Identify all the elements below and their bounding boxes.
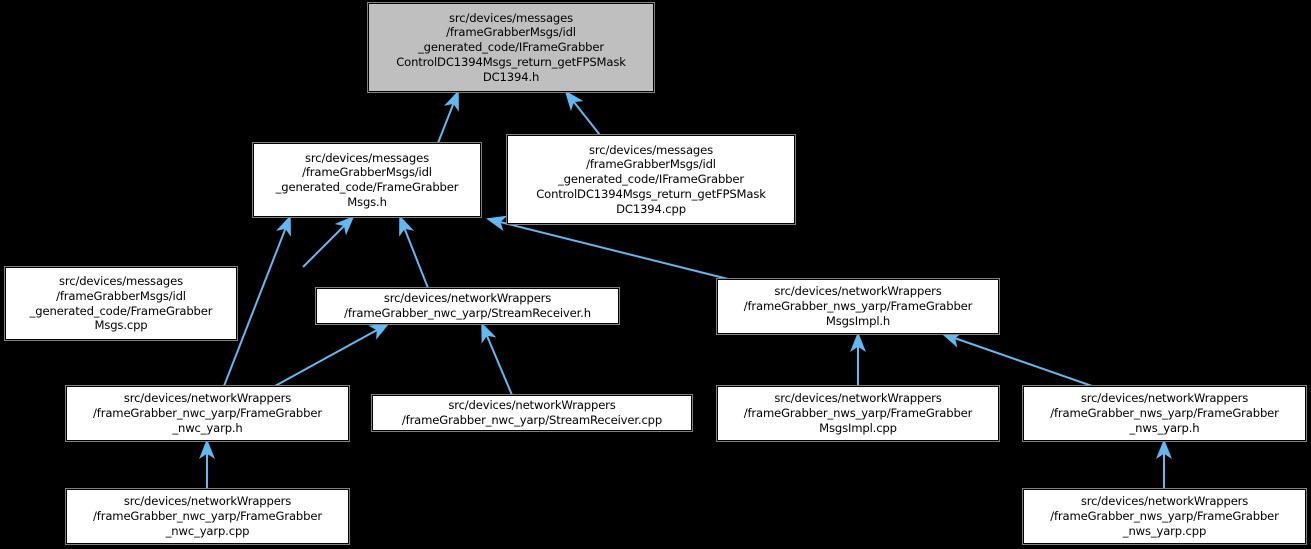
node-framegrabber-nws-yarp-h[interactable]: src/devices/networkWrappers /frameGrabbe… bbox=[1022, 385, 1307, 442]
edge-streamreceiver-cpp-to-streamreceiver-h bbox=[481, 322, 513, 396]
node-label: src/devices/messages /frameGrabberMsgs/i… bbox=[536, 142, 766, 216]
node-framegrabbermsgs-cpp[interactable]: src/devices/messages /frameGrabberMsgs/i… bbox=[4, 266, 238, 341]
node-framegrabbermsgsimpl-cpp[interactable]: src/devices/networkWrappers /frameGrabbe… bbox=[716, 385, 1000, 442]
node-label: src/devices/messages /frameGrabberMsgs/i… bbox=[29, 274, 213, 333]
node-framegrabber-nwc-yarp-cpp[interactable]: src/devices/networkWrappers /frameGrabbe… bbox=[65, 488, 350, 545]
node-label: src/devices/networkWrappers /frameGrabbe… bbox=[743, 284, 973, 328]
node-label: src/devices/networkWrappers /frameGrabbe… bbox=[401, 398, 663, 427]
edge-framegrabbermsgsimpl-h-to-framegrabbermsgs-h bbox=[486, 215, 729, 280]
node-framegrabber-nws-yarp-cpp[interactable]: src/devices/networkWrappers /frameGrabbe… bbox=[1022, 488, 1307, 545]
node-label: src/devices/messages /frameGrabberMsgs/i… bbox=[396, 10, 626, 84]
node-label: src/devices/networkWrappers /frameGrabbe… bbox=[1050, 391, 1279, 435]
node-label: src/devices/networkWrappers /frameGrabbe… bbox=[1050, 494, 1279, 538]
edge-framegrabbermsgs-cpp-to-framegrabbermsgs-h bbox=[302, 215, 355, 268]
node-iframegrabbercontroldc1394msgs-return-getfpsmaskdc1394-h[interactable]: src/devices/messages /frameGrabberMsgs/i… bbox=[367, 2, 655, 93]
edge-framegrabber-nws-yarp-h-to-framegrabbermsgsimpl-h bbox=[941, 332, 1093, 387]
node-iframegrabbercontroldc1394msgs-return-getfpsmaskdc1394-cpp[interactable]: src/devices/messages /frameGrabberMsgs/i… bbox=[506, 134, 796, 225]
edge-framegrabbermsgs-h-to-root bbox=[437, 90, 459, 144]
node-label: src/devices/messages /frameGrabberMsgs/i… bbox=[275, 150, 459, 209]
edge-dc1394-cpp-to-root bbox=[564, 90, 601, 136]
edge-framegrabber-nwc-yarp-h-to-framegrabbermsgs-h bbox=[223, 215, 291, 387]
node-label: src/devices/networkWrappers /frameGrabbe… bbox=[743, 391, 973, 435]
node-framegrabber-nwc-yarp-h[interactable]: src/devices/networkWrappers /frameGrabbe… bbox=[65, 385, 350, 442]
node-label: src/devices/networkWrappers /frameGrabbe… bbox=[93, 391, 322, 435]
edge-streamreceiver-h-to-framegrabbermsgs-h bbox=[399, 215, 429, 289]
node-label: src/devices/networkWrappers /frameGrabbe… bbox=[344, 291, 591, 320]
edge-framegrabber-nwc-yarp-h-to-streamreceiver-h bbox=[274, 323, 390, 387]
node-framegrabbermsgs-h[interactable]: src/devices/messages /frameGrabberMsgs/i… bbox=[252, 142, 482, 218]
node-framegrabbermsgsimpl-h[interactable]: src/devices/networkWrappers /frameGrabbe… bbox=[716, 278, 1000, 335]
node-label: src/devices/networkWrappers /frameGrabbe… bbox=[93, 494, 322, 538]
node-streamreceiver-h[interactable]: src/devices/networkWrappers /frameGrabbe… bbox=[315, 287, 620, 325]
node-streamreceiver-cpp[interactable]: src/devices/networkWrappers /frameGrabbe… bbox=[371, 394, 693, 432]
